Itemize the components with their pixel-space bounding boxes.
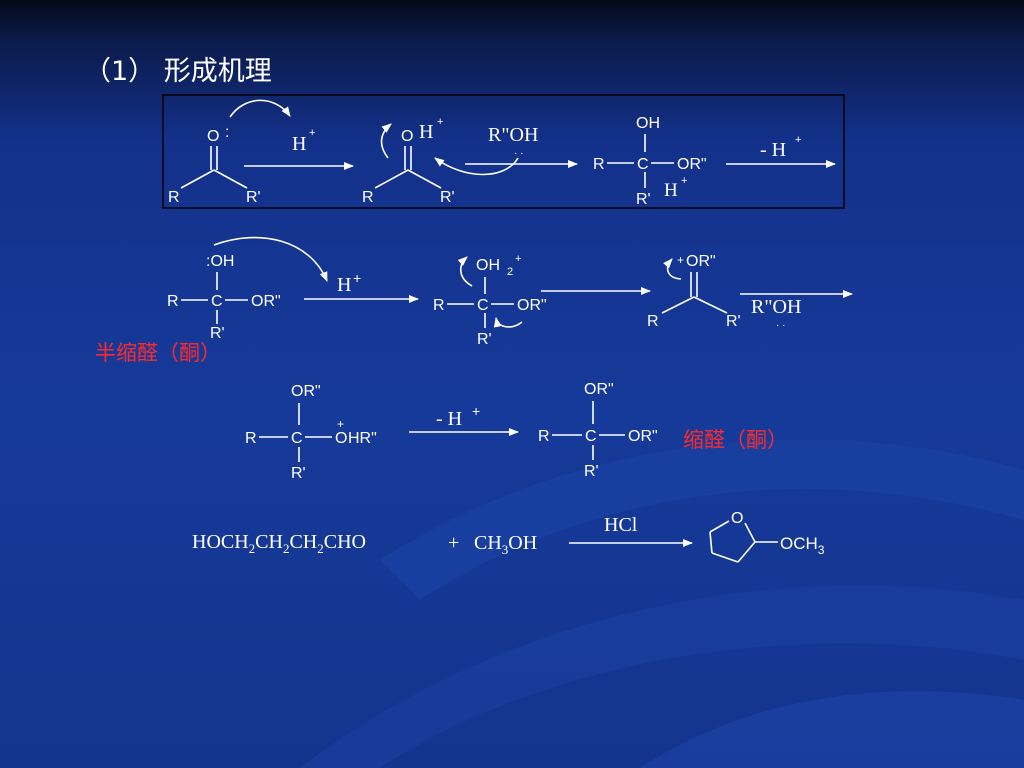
svg-text:HOCH2CH2CH2CHO: HOCH2CH2CH2CHO	[192, 531, 366, 556]
svg-text:+: +	[448, 532, 459, 554]
svg-text:+: +	[515, 253, 521, 265]
curved-arrow	[434, 157, 519, 176]
curved-arrow	[229, 99, 291, 118]
svg-text:R: R	[167, 293, 179, 310]
svg-text:O: O	[731, 510, 743, 527]
svg-text:R': R'	[584, 463, 599, 480]
svg-text::OH: :OH	[206, 253, 234, 270]
svg-text:C: C	[211, 293, 223, 310]
svg-text:R: R	[647, 313, 659, 330]
svg-text:OH: OH	[476, 257, 500, 274]
protonated-carbonyl: O H + R R'	[362, 116, 455, 206]
svg-text:R: R	[593, 156, 605, 173]
oxocarbenium-ion: + OR" R R'	[647, 253, 741, 330]
example-equation: HOCH2CH2CH2CHO + CH3OH HCl	[192, 514, 693, 557]
svg-text:+: +	[309, 127, 315, 139]
svg-text:R': R'	[726, 313, 741, 330]
acetal-label: 缩醛（酮）	[683, 428, 788, 452]
svg-text::: :	[225, 124, 229, 141]
svg-text:CH3OH: CH3OH	[474, 532, 537, 557]
svg-text:OR": OR"	[677, 156, 707, 173]
svg-text:O: O	[401, 128, 413, 145]
svg-text:C: C	[585, 428, 597, 445]
svg-text:H: H	[664, 180, 678, 201]
svg-text:+: +	[437, 116, 443, 128]
reagent-h-plus: H	[292, 133, 306, 155]
svg-text:R: R	[362, 189, 374, 206]
svg-text:+: +	[677, 253, 684, 267]
curved-arrow	[493, 317, 523, 328]
svg-text:R: R	[433, 297, 445, 314]
svg-text:R': R'	[246, 189, 261, 206]
curved-arrow	[380, 123, 392, 159]
curved-arrow	[457, 256, 473, 287]
svg-text:R': R'	[440, 189, 455, 206]
svg-text:+: +	[681, 175, 687, 187]
svg-text:R': R'	[477, 331, 492, 348]
acetal-product: OR" R C OR" R'	[538, 381, 658, 480]
reagent-minus-h: - H	[760, 139, 786, 161]
svg-text:C: C	[637, 156, 649, 173]
svg-text:OH: OH	[636, 115, 660, 132]
protonated-hemiacetal: OH 2 + R C OR" R'	[433, 253, 547, 348]
svg-text:OR": OR"	[628, 428, 658, 445]
svg-text:C: C	[291, 430, 303, 447]
step1-box	[162, 94, 845, 209]
reagent-h-plus: H	[337, 274, 351, 296]
svg-text:H: H	[419, 121, 433, 143]
svg-text:R: R	[168, 189, 180, 206]
curved-arrow	[663, 258, 682, 280]
svg-text:+: +	[337, 417, 344, 431]
svg-text:R': R'	[636, 191, 651, 208]
svg-text:HR": HR"	[348, 430, 377, 447]
svg-text:2: 2	[507, 266, 513, 278]
protonated-acetal: OR" R C + O HR" R'	[245, 383, 377, 482]
svg-text:· ·: · ·	[514, 148, 523, 159]
reagent-alcohol: R"OH	[488, 124, 538, 146]
svg-text:+: +	[472, 403, 480, 419]
svg-text:OR": OR"	[291, 383, 321, 400]
reagent-alcohol: R"OH	[751, 296, 801, 318]
svg-text:OCH3: OCH3	[780, 534, 825, 557]
svg-text:OR": OR"	[584, 381, 614, 398]
svg-text:+: +	[795, 134, 801, 146]
hemiacetal-structure: :OH R C OR" R'	[167, 253, 281, 342]
svg-text:HCl: HCl	[604, 514, 638, 536]
svg-text:C: C	[477, 297, 489, 314]
hemiacetal-label: 半缩醛（酮）	[95, 341, 221, 365]
svg-text:R: R	[538, 428, 550, 445]
svg-text:+: +	[353, 270, 361, 286]
svg-text:· ·: · ·	[776, 320, 785, 331]
tetrahydrofuran-product: O OCH3	[709, 510, 825, 563]
carbonyl-reactant: O : R R'	[168, 124, 261, 206]
page-title: （1） 形成机理	[84, 56, 272, 87]
svg-text:OR": OR"	[686, 253, 716, 270]
oxonium-intermediate: OH R C OR" R' H +	[593, 115, 707, 208]
svg-text:O: O	[335, 430, 347, 447]
svg-text:R': R'	[291, 465, 306, 482]
svg-text:R: R	[245, 430, 257, 447]
svg-text:O: O	[207, 128, 219, 145]
curved-arrow	[213, 236, 328, 282]
reagent-minus-h: - H	[436, 408, 462, 430]
svg-text:OR": OR"	[517, 297, 547, 314]
svg-text:R': R'	[210, 325, 225, 342]
svg-text:OR": OR"	[251, 293, 281, 310]
